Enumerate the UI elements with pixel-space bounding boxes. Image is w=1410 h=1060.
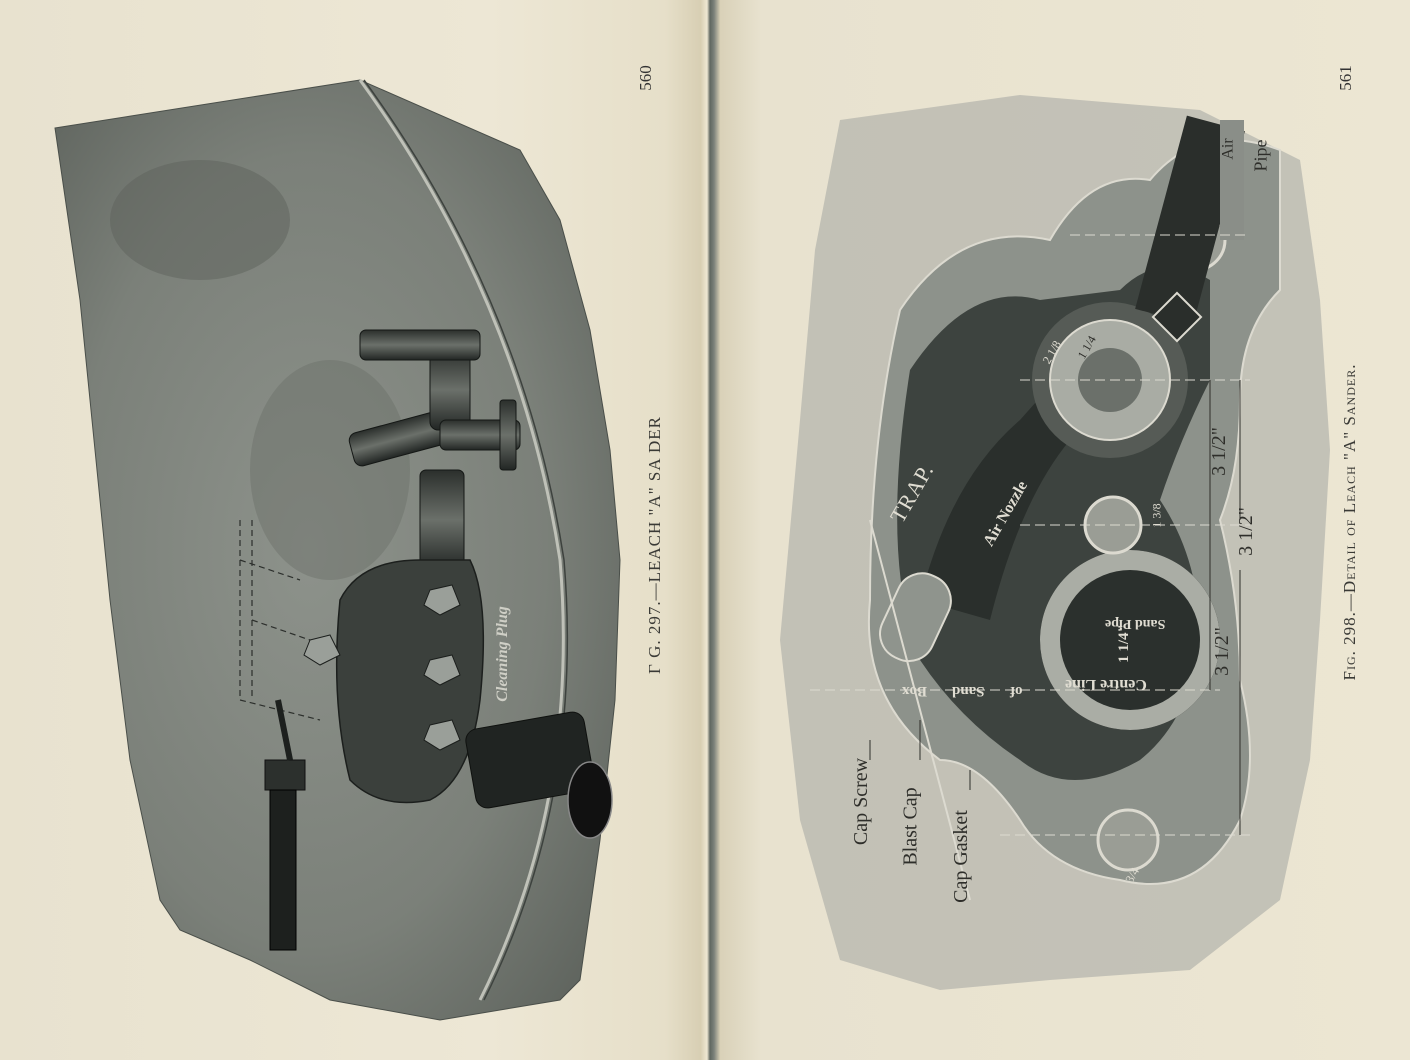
of-label: of — [1010, 683, 1023, 699]
cap-gasket-label: Cap Gasket — [949, 810, 972, 903]
dimension-lower: 3 1/2" — [1210, 627, 1233, 676]
dimension-middle: 3 1/2" — [1234, 507, 1257, 556]
sand-label: Sand — [952, 683, 985, 699]
cleaning-plug-callout: Cleaning Plug — [493, 606, 511, 702]
air-pipe-label-line1: Air — [1219, 138, 1237, 160]
figure-297-caption: Γ G. 297.—LEACH "A" SA DER — [645, 416, 664, 674]
box-label: Box — [902, 683, 928, 699]
left-page: Cleaning Plug 560 Γ G. 297.—LEACH "A" SA… — [0, 0, 700, 1060]
page-number-left: 560 — [635, 65, 655, 91]
mid-bolt-dimension: 1 3/8 — [1149, 503, 1164, 528]
sand-pipe-label: Sand Pipe — [1105, 616, 1166, 631]
figure-297-illustration — [54, 79, 621, 1021]
dimension-upper: 3 1/2" — [1207, 427, 1230, 476]
right-page: TRAP. Air Nozzle Air Pipe Centre Line of… — [720, 0, 1410, 1060]
air-pipe-label-line2: Pipe — [1250, 139, 1271, 172]
cap-screw-label: Cap Screw — [850, 757, 873, 846]
figure-298-caption: Fig. 298.—Detail of Leach "A" Sander. — [1340, 363, 1359, 681]
book-gutter — [700, 0, 720, 1060]
centre-line-label: Centre Line — [1065, 676, 1147, 693]
blast-cap-label: Blast Cap — [899, 787, 922, 866]
page-number-right: 561 — [1335, 65, 1355, 91]
figure-298-diagram — [780, 95, 1330, 990]
